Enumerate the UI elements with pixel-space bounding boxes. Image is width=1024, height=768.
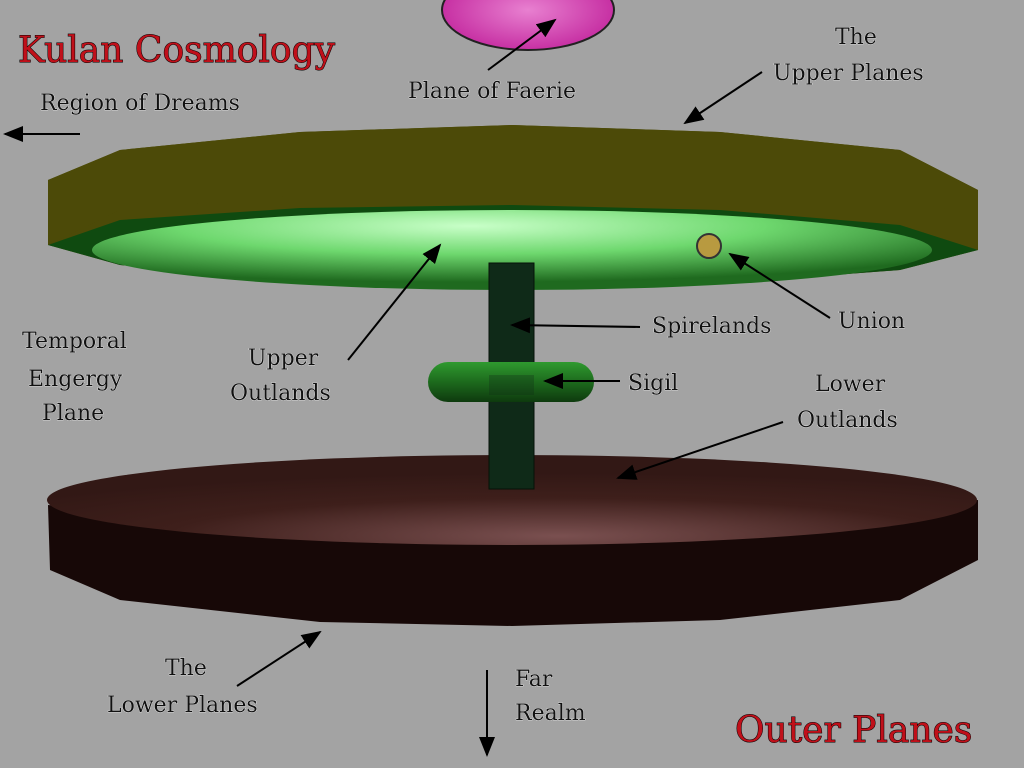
- label-far-realm-2: Realm: [515, 701, 586, 726]
- label-upper-planes-2: Upper Planes: [773, 61, 924, 86]
- label-lower-planes-1: The: [165, 656, 207, 681]
- label-temporal-1: Temporal: [22, 329, 127, 354]
- diagram-subtitle: Outer Planes: [735, 710, 972, 751]
- label-upper-outlands-1: Upper: [248, 346, 319, 371]
- union-sphere: [696, 233, 722, 259]
- sigil-ring: [428, 362, 594, 402]
- label-far-realm-1: Far: [515, 667, 553, 692]
- label-plane-of-faerie: Plane of Faerie: [408, 79, 576, 104]
- label-spirelands: Spirelands: [652, 314, 771, 339]
- label-union: Union: [838, 309, 905, 334]
- label-region-of-dreams: Region of Dreams: [40, 91, 240, 116]
- label-lower-outlands-2: Outlands: [797, 408, 898, 433]
- lower-planes-disc: [47, 455, 978, 626]
- arrows: [3, 18, 831, 757]
- label-lower-outlands-1: Lower: [815, 372, 886, 397]
- label-temporal-3: Plane: [42, 401, 104, 426]
- diagram-title: Kulan Cosmology: [18, 30, 336, 71]
- label-sigil: Sigil: [628, 371, 678, 396]
- label-upper-planes-1: The: [835, 25, 877, 50]
- plane-of-faerie-shape: [441, 0, 615, 51]
- label-upper-outlands-2: Outlands: [230, 381, 331, 406]
- label-lower-planes-2: Lower Planes: [107, 693, 258, 718]
- label-temporal-2: Engergy: [28, 367, 123, 392]
